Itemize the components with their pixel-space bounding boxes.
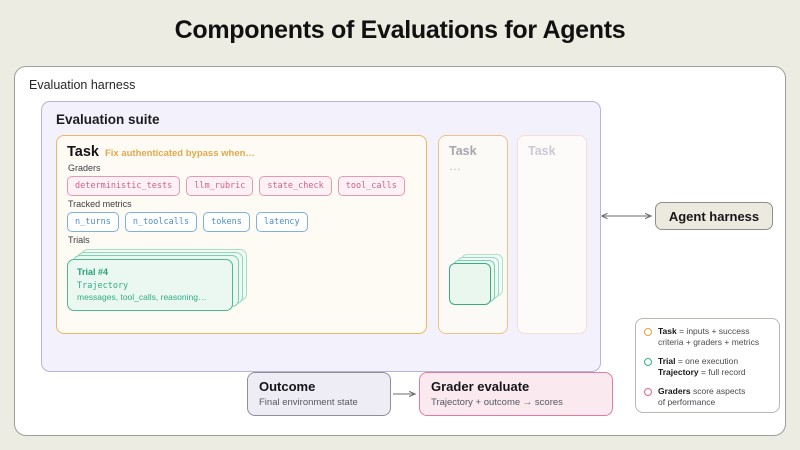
grader-chip[interactable]: state_check (259, 176, 332, 196)
trial-number: Trial #4 (77, 267, 109, 277)
task-card-tertiary[interactable]: Task (517, 135, 587, 334)
legend-item-text: Graders score aspects of performance (658, 386, 745, 409)
legend-desc: score aspects (690, 385, 746, 396)
legend-term: Trial (658, 355, 676, 366)
grader-chip[interactable]: tool_calls (337, 176, 405, 196)
task-header: Task Fix authenticated bypass when… (67, 144, 416, 160)
circle-icon-graders (644, 387, 652, 396)
evaluation-suite-card: Evaluation suite Task Fix authenticated … (41, 101, 601, 372)
task-title: Task (528, 144, 556, 158)
trial-stack: Trial #4 Trajectory messages, tool_calls… (67, 249, 416, 311)
legend-desc-2: = full record (698, 367, 746, 378)
outcome-subtitle: Final environment state (259, 396, 358, 408)
grader-chip[interactable]: deterministic_tests (67, 176, 181, 196)
outcome-title: Outcome (259, 379, 316, 394)
metrics-section-label: Tracked metrics (68, 199, 132, 209)
evaluation-harness-label: Evaluation harness (29, 78, 136, 92)
grader-evaluate-subtitle: Trajectory + outcome → scores (431, 396, 563, 408)
legend-item-task: Task = inputs + success criteria + grade… (644, 326, 771, 349)
task-title: Task (67, 144, 99, 160)
task-card-secondary[interactable]: Task … (438, 135, 508, 334)
evaluation-harness-card: Evaluation harness Evaluation suite Task… (14, 66, 786, 436)
page-title: Components of Evaluations for Agents (174, 16, 626, 44)
metric-chip[interactable]: tokens (203, 212, 250, 232)
task-subtitle: Fix authenticated bypass when… (104, 148, 255, 159)
trial-trajectory-label: Trajectory (77, 281, 129, 291)
metric-chip[interactable]: n_turns (67, 212, 119, 232)
grader-evaluate-title: Grader evaluate (431, 379, 530, 394)
trial-fields: messages, tool_calls, reasoning… (77, 291, 207, 302)
circle-icon-task (644, 328, 652, 336)
grader-chip[interactable]: llm_rubric (186, 176, 254, 196)
agent-harness-box[interactable]: Agent harness (655, 202, 773, 230)
legend-item-text: Trial = one execution Trajectory = full … (658, 356, 746, 379)
circle-icon-trial (644, 357, 652, 366)
legend-desc: = inputs + success (676, 326, 750, 336)
trial-stack-mini (449, 254, 503, 306)
legend-box: Task = inputs + success criteria + grade… (635, 318, 780, 413)
outcome-box[interactable]: Outcome Final environment state (247, 372, 391, 416)
metric-chip[interactable]: latency (255, 212, 308, 232)
metrics-chip-row: n_turns n_toolcalls tokens latency (67, 212, 416, 232)
trials-section-label: Trials (68, 235, 90, 245)
graders-section-label: Graders (68, 163, 101, 173)
trial-card-front[interactable]: Trial #4 Trajectory messages, tool_calls… (67, 259, 233, 311)
trial-card-front (449, 263, 491, 305)
legend-desc: = one execution (675, 355, 739, 366)
evaluation-suite-label: Evaluation suite (56, 112, 160, 127)
task-card-primary[interactable]: Task Fix authenticated bypass when… Grad… (56, 135, 427, 334)
legend-desc-2: criteria + graders + metrics (658, 337, 760, 348)
agent-harness-label: Agent harness (668, 208, 760, 224)
legend-item-graders: Graders score aspects of performance (644, 386, 771, 409)
legend-item-text: Task = inputs + success criteria + grade… (658, 326, 759, 349)
task-ellipsis: … (449, 159, 462, 173)
graders-chip-row: deterministic_tests llm_rubric state_che… (67, 176, 416, 196)
legend-term: Graders (658, 385, 691, 396)
task-title: Task (449, 144, 477, 158)
legend-item-trial: Trial = one execution Trajectory = full … (644, 356, 771, 379)
legend-term: Task (658, 326, 677, 336)
grader-evaluate-box[interactable]: Grader evaluate Trajectory + outcome → s… (419, 372, 613, 416)
metric-chip[interactable]: n_toolcalls (124, 212, 198, 232)
legend-term-2: Trajectory (658, 367, 699, 378)
legend-desc-2: of performance (658, 397, 716, 408)
